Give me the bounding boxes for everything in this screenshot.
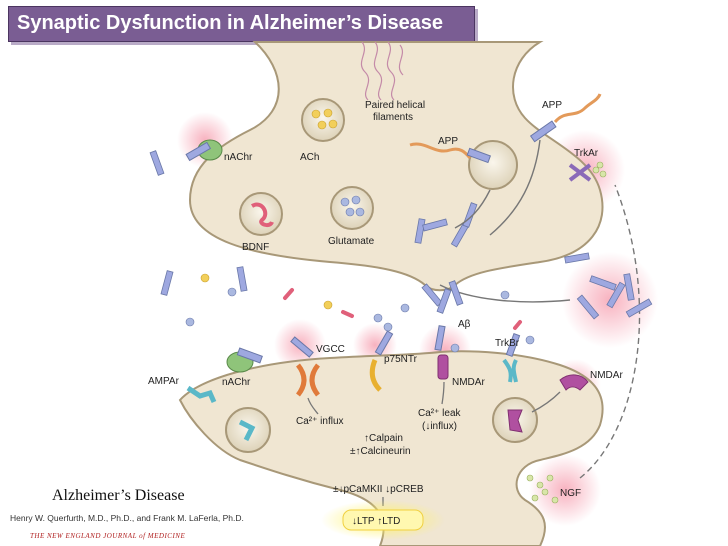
extracellular-bdnf <box>283 288 522 330</box>
ampar-receptor <box>186 385 217 404</box>
abeta-on-vgcc <box>290 336 314 358</box>
trka-receptor <box>568 163 592 182</box>
ngf-molecules-bottom <box>526 474 559 504</box>
post-vesicle-left-content <box>238 419 256 442</box>
label-ampar: AMPAr <box>148 376 180 387</box>
ach-molecules <box>311 108 338 130</box>
postsynaptic-terminal <box>178 350 604 546</box>
slide-title: Synaptic Dysfunction in Alzheimer’s Dise… <box>17 12 444 34</box>
app-mid-tail <box>409 142 472 159</box>
label-glutamate: Glutamate <box>328 236 375 247</box>
label-trkbr: TrkBr <box>495 338 520 349</box>
title-bar: Synaptic Dysfunction in Alzheimer’s Dise… <box>8 6 475 42</box>
post-vesicle-left <box>225 407 271 453</box>
app-top <box>529 120 557 143</box>
extracellular-abeta <box>149 150 653 320</box>
presynaptic-arrows <box>439 139 571 303</box>
label-app-mid: APP <box>438 136 458 147</box>
label-paired-helical-2: filaments <box>373 112 413 123</box>
extracellular-ach <box>200 273 333 310</box>
presynaptic-terminal <box>188 41 604 292</box>
figure-title: Alzheimer’s Disease <box>52 487 185 504</box>
label-ca-leak-1: Ca²⁺ leak <box>418 408 462 419</box>
ngf-feedback-arrow <box>579 184 641 479</box>
label-nmdar-mid: NMDAr <box>452 377 485 388</box>
vesicle-app <box>468 140 518 190</box>
label-calcineurin: ±↑Calcineurin <box>350 446 411 457</box>
nmdar-mid-receptor <box>437 354 449 380</box>
label-nachr-post: nAChr <box>222 377 251 388</box>
label-p75ntr: p75NTr <box>384 354 418 365</box>
trkbr-receptor <box>502 358 518 383</box>
bdnf-molecule <box>250 202 274 228</box>
ltp-ltd-box <box>342 509 424 531</box>
app-top-tail <box>553 93 602 124</box>
label-calpain: ↑Calpain <box>364 433 403 444</box>
extracellular-glutamate <box>185 287 535 353</box>
label-trkar: TrkAr <box>574 148 599 159</box>
abeta-on-p75 <box>374 330 394 356</box>
label-ngf: NGF <box>560 488 581 499</box>
label-abeta: Aβ <box>458 319 471 330</box>
vesicle-bdnf <box>239 192 283 236</box>
label-vgcc: VGCC <box>316 344 345 355</box>
glow-ngf <box>529 454 601 526</box>
ngf-molecules-top <box>592 161 607 178</box>
figure-authors: Henry W. Querfurth, M.D., Ph.D., and Fra… <box>10 513 244 523</box>
p75ntr-receptor <box>369 359 382 392</box>
label-nmdar-right: NMDAr <box>590 370 623 381</box>
journal-name: THE NEW ENGLAND JOURNAL of MEDICINE <box>30 532 186 540</box>
abeta-on-nmdar <box>434 325 446 351</box>
label-ca-influx: Ca²⁺ influx <box>296 416 344 427</box>
label-ach: ACh <box>300 152 319 163</box>
app-mid <box>466 147 492 164</box>
label-ca-leak-2: (↓influx) <box>422 421 457 432</box>
label-ltp-ltd: ↓LTP ↑LTD <box>352 516 400 527</box>
label-bdnf: BDNF <box>242 242 269 253</box>
glutamate-molecules <box>340 195 365 217</box>
label-pcamkii: ±↓pCaMKII ↓pCREB <box>333 484 424 495</box>
abeta-on-trkbr <box>505 332 521 358</box>
vesicle-glutamate <box>330 186 374 230</box>
abeta-on-nachr <box>185 141 212 162</box>
abeta-on-nachr-post <box>236 347 263 364</box>
vgcc-channel <box>295 363 321 397</box>
label-paired-helical-1: Paired helical <box>365 100 425 111</box>
nmdar-right-receptor <box>559 374 589 391</box>
label-nachr-pre: nAChr <box>224 152 253 163</box>
label-app-top: APP <box>542 100 562 111</box>
vesicle-ach <box>301 98 345 142</box>
paired-helical-filaments <box>360 41 404 101</box>
postsynaptic-arrows <box>307 381 561 506</box>
post-vesicle-right-content <box>507 409 523 433</box>
